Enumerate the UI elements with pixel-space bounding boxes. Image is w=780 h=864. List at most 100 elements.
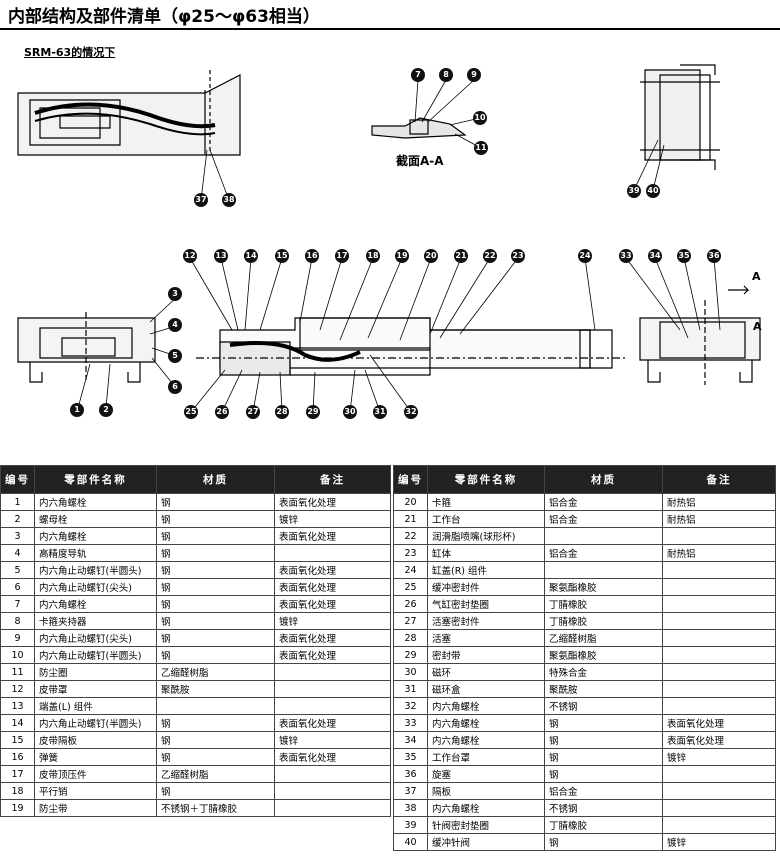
cell-material: 钢: [156, 629, 275, 647]
cell-note: [662, 680, 776, 698]
drawing-caption: SRM-63的情况下: [24, 46, 116, 59]
callout-34: 34: [648, 249, 662, 263]
cell-material: 铝合金: [544, 544, 663, 562]
cell-note: [662, 799, 776, 817]
cell-no: 35: [393, 748, 428, 766]
cell-name: 端盖(L) 组件: [34, 697, 157, 715]
cell-name: 缸体: [427, 544, 545, 562]
cell-name: 皮带隔板: [34, 731, 157, 749]
cell-name: 隔板: [427, 782, 545, 800]
cell-no: 34: [393, 731, 428, 749]
header-material: 材质: [544, 465, 663, 494]
callout-36: 36: [707, 249, 721, 263]
callout-24: 24: [578, 249, 592, 263]
cell-note: [662, 765, 776, 783]
cell-note: 耐热铝: [662, 510, 776, 528]
callout-21: 21: [454, 249, 468, 263]
cell-note: [662, 816, 776, 834]
assembly-drawing: [17, 64, 761, 413]
cell-material: [544, 561, 663, 579]
cell-no: 40: [393, 833, 428, 851]
cell-no: 29: [393, 646, 428, 664]
callout-33: 33: [619, 249, 633, 263]
cell-material: 钢: [544, 765, 663, 783]
view-mark-a-side: A: [753, 320, 762, 333]
cell-material: 乙缩醛树脂: [544, 629, 663, 647]
cell-name: 气缸密封垫圈: [427, 595, 545, 613]
cell-no: 36: [393, 765, 428, 783]
callout-13: 13: [214, 249, 228, 263]
title-rule: [0, 28, 780, 30]
cell-material: 钢: [156, 510, 275, 528]
cell-no: 27: [393, 612, 428, 630]
callout-37: 37: [194, 193, 208, 207]
cell-material: 丁腈橡胶: [544, 595, 663, 613]
header-note: 备注: [274, 465, 391, 494]
callout-35: 35: [677, 249, 691, 263]
callout-12: 12: [183, 249, 197, 263]
cell-name: 内六角螺栓: [34, 493, 157, 511]
cell-no: 20: [393, 493, 428, 511]
cell-no: 9: [0, 629, 35, 647]
callout-28: 28: [275, 405, 289, 419]
cell-note: [662, 697, 776, 715]
cell-no: 11: [0, 663, 35, 681]
cell-material: 铝合金: [544, 493, 663, 511]
cell-material: 钢: [156, 646, 275, 664]
cell-note: [662, 663, 776, 681]
callout-18: 18: [366, 249, 380, 263]
cell-no: 39: [393, 816, 428, 834]
cell-material: 钢: [156, 748, 275, 766]
cell-material: 聚氨酯橡胶: [544, 578, 663, 596]
cell-note: [274, 765, 391, 783]
callout-19: 19: [395, 249, 409, 263]
cell-note: 表面氧化处理: [274, 493, 391, 511]
cell-name: 缓冲针阀: [427, 833, 545, 851]
cell-material: 钢: [156, 544, 275, 562]
cell-note: [274, 782, 391, 800]
cell-name: 内六角止动螺钉(半圆头): [34, 714, 157, 732]
callout-7: 7: [411, 68, 425, 82]
cell-name: 缓冲密封件: [427, 578, 545, 596]
cell-material: 不锈钢＋丁腈橡胶: [156, 799, 275, 817]
cell-name: 内六角止动螺钉(半圆头): [34, 561, 157, 579]
cell-note: [662, 595, 776, 613]
callout-20: 20: [424, 249, 438, 263]
cell-no: 22: [393, 527, 428, 545]
callout-10: 10: [473, 111, 487, 125]
cell-name: 密封带: [427, 646, 545, 664]
cell-no: 18: [0, 782, 35, 800]
callout-31: 31: [373, 405, 387, 419]
cell-material: 聚酰胺: [156, 680, 275, 698]
callout-9: 9: [467, 68, 481, 82]
callout-16: 16: [305, 249, 319, 263]
cell-no: 24: [393, 561, 428, 579]
cell-no: 13: [0, 697, 35, 715]
callout-29: 29: [306, 405, 320, 419]
header-no: 编号: [0, 465, 35, 494]
callout-22: 22: [483, 249, 497, 263]
cell-name: 旋塞: [427, 765, 545, 783]
section-label: 截面A-A: [396, 154, 444, 168]
cell-name: 润滑脂喷嘴(球形杯): [427, 527, 545, 545]
cell-no: 38: [393, 799, 428, 817]
